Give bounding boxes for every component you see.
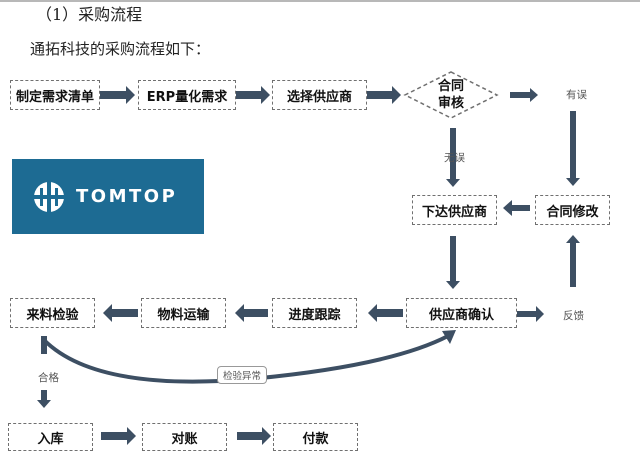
- arrow-track-to-transport: [235, 304, 268, 322]
- contract-review-diamond: [403, 71, 499, 119]
- label-qualified: 合格: [38, 372, 59, 384]
- arrow-issue-down: [446, 236, 460, 289]
- section-heading: （1）采购流程: [36, 5, 143, 24]
- step-contract-modify: 合同修改: [535, 195, 610, 225]
- arrow-reconcile-to-pay: [237, 427, 271, 445]
- step-select-supplier: 选择供应商: [272, 80, 367, 110]
- arrow-qualified-down: [37, 390, 51, 408]
- arrow-confirm-to-feedback: [517, 306, 544, 322]
- label-no-error: 无误: [444, 152, 465, 164]
- step-material-transport: 物料运输: [141, 298, 226, 328]
- arrow-review-down: [446, 128, 460, 187]
- tomtop-logo: TOMTOP: [12, 159, 204, 234]
- step-supplier-confirm: 供应商确认: [406, 298, 517, 328]
- arrow-review-to-error: [510, 88, 538, 102]
- step-contract-review: 合同审核: [437, 79, 464, 111]
- arrow-inspect-down: [41, 336, 47, 354]
- abnormal-curve-head: [442, 330, 456, 344]
- step-warehouse: 入库: [8, 423, 93, 451]
- arrow-error-down: [566, 111, 580, 186]
- intro-text: 通拓科技的采购流程如下：: [30, 40, 211, 58]
- step-payment: 付款: [273, 423, 358, 451]
- arrow-erp-to-select: [236, 86, 270, 104]
- label-feedback: 反馈: [563, 310, 584, 322]
- step-erp-quantify: ERP量化需求: [138, 80, 236, 110]
- label-inspection-abnormal: 检验异常: [217, 366, 267, 384]
- step-incoming-inspection: 来料检验: [10, 298, 95, 328]
- arrow-warehouse-to-reconcile: [101, 427, 136, 445]
- arrow-transport-to-inspect: [103, 304, 138, 322]
- arrow-feedback-up: [566, 235, 580, 287]
- step-issue-supplier: 下达供应商: [412, 195, 497, 225]
- step-make-list: 制定需求清单: [10, 80, 100, 110]
- step-progress-track: 进度跟踪: [272, 298, 357, 328]
- arrow-confirm-to-track: [368, 304, 403, 322]
- arrow-modify-to-issue: [503, 200, 530, 216]
- top-rule: [0, 0, 640, 2]
- logo-text: TOMTOP: [76, 186, 178, 207]
- tomtop-mark-icon: [34, 181, 64, 212]
- label-has-error: 有误: [566, 89, 587, 101]
- step-reconcile: 对账: [142, 423, 227, 451]
- arrow-make-to-erp: [100, 86, 135, 104]
- arrow-select-to-review: [367, 86, 401, 104]
